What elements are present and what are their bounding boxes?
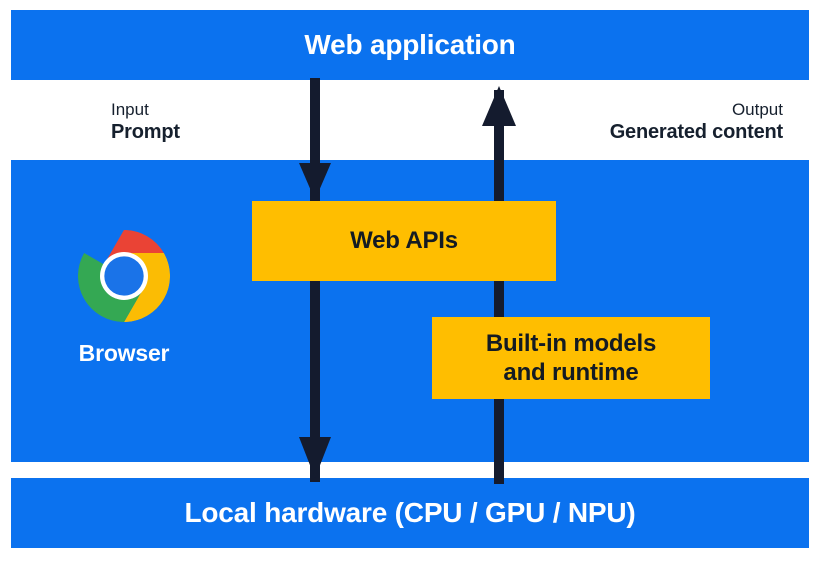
component-built-in-models-and-runtime: Built-in models and runtime [432,317,710,399]
output-flow-arrow-up-icon [482,86,516,484]
layer-local-hardware-label: Local hardware (CPU / GPU / NPU) [184,497,636,528]
component-built-in-models-and-runtime-label: Built-in models and runtime [476,329,666,388]
component-web-apis-label: Web APIs [350,227,458,255]
layer-web-application: Web application [11,10,809,80]
output-flow-value: Generated content [609,121,784,144]
chrome-logo-icon [77,229,171,323]
browser-identity: Browser [64,228,184,365]
layer-browser-label: Browser [78,340,170,366]
component-web-apis: Web APIs [252,201,556,281]
output-flow-label: Output Generated content [609,99,784,145]
input-flow-value: Prompt [111,121,180,144]
layer-local-hardware: Local hardware (CPU / GPU / NPU) [11,478,809,548]
component-built-in-line-2: and runtime [503,359,639,386]
layer-web-application-label: Web application [304,29,516,60]
output-flow-kind: Output [731,100,783,119]
input-flow-label: Input Prompt [111,99,180,145]
component-built-in-line-1: Built-in models [485,329,657,357]
input-flow-kind: Input [111,100,149,119]
